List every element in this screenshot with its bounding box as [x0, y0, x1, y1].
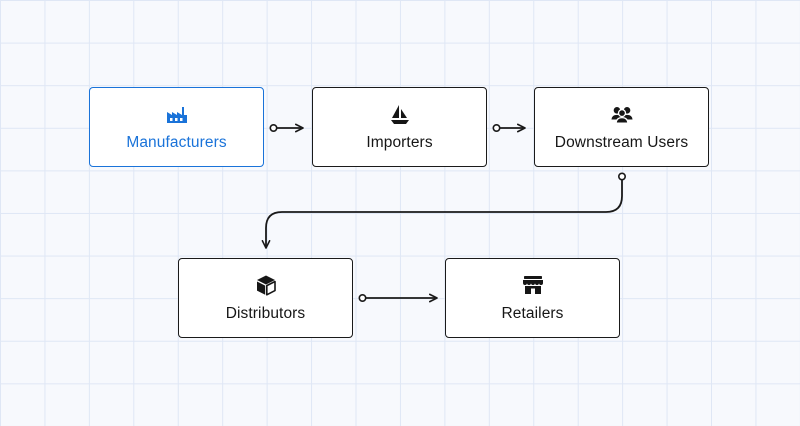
- edge-importers-downstream[interactable]: [492, 123, 526, 133]
- node-label: Distributors: [225, 304, 306, 322]
- factory-icon: [166, 103, 188, 125]
- node-distributors[interactable]: Distributors: [178, 258, 353, 338]
- storefront-icon: [522, 274, 544, 296]
- package-icon: [255, 274, 277, 296]
- edge-start-handle[interactable]: [269, 124, 278, 133]
- node-manufacturers[interactable]: Manufacturers: [89, 87, 264, 167]
- edge-downstream-distributors[interactable]: [261, 172, 626, 249]
- edge-distributors-retailers[interactable]: [358, 293, 438, 303]
- edge-manufacturers-importers[interactable]: [269, 123, 304, 133]
- users-icon: [610, 103, 633, 125]
- node-label: Retailers: [501, 304, 564, 322]
- node-retailers[interactable]: Retailers: [445, 258, 620, 338]
- edge-start-handle[interactable]: [358, 293, 367, 302]
- node-downstream-users[interactable]: Downstream Users: [534, 87, 709, 167]
- sailboat-icon: [389, 103, 411, 125]
- edge-start-handle[interactable]: [492, 124, 501, 133]
- edge-start-handle[interactable]: [617, 172, 626, 181]
- node-label: Downstream Users: [554, 133, 689, 151]
- node-label: Manufacturers: [126, 133, 227, 151]
- node-label: Importers: [366, 133, 433, 151]
- node-importers[interactable]: Importers: [312, 87, 487, 167]
